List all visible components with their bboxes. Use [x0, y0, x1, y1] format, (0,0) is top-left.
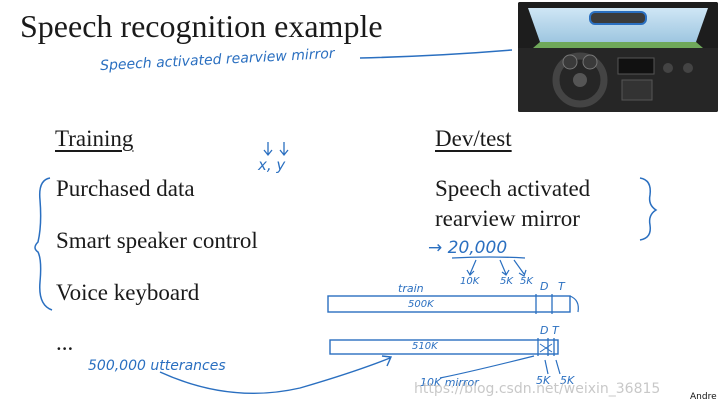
- split-5k-annotation: 5K: [520, 276, 533, 287]
- car-dashboard-image: [518, 2, 718, 112]
- bar1-label: 500K: [408, 299, 434, 310]
- split-10k-annotation: 10K: [460, 276, 480, 287]
- bottom-5k-annotation: 5K: [560, 374, 575, 387]
- training-item: Purchased data: [56, 176, 195, 201]
- dev-test-heading: Dev/test: [435, 126, 512, 151]
- label-d: D: [540, 280, 549, 293]
- split-5k-annotation: 5K: [500, 276, 513, 287]
- xy-annotation: x, y: [258, 156, 286, 174]
- training-item-ellipsis: ...: [56, 330, 74, 355]
- utterances-annotation: 500,000 utterances: [88, 358, 226, 374]
- bar2-d-label: D: [540, 324, 549, 337]
- watermark: https://blog.csdn.net/weixin_36815: [414, 381, 661, 397]
- bar2-label: 510K: [412, 341, 438, 352]
- count-20k-annotation: → 20,000: [428, 238, 508, 258]
- training-heading: Training: [55, 126, 134, 151]
- bottom-10k-annotation: 10K mirror: [420, 376, 479, 389]
- slide-title: Speech recognition example: [20, 8, 383, 44]
- bar2-t-label: T: [552, 324, 559, 337]
- bottom-5k-annotation: 5K: [536, 374, 551, 387]
- dev-test-line: Speech activated: [435, 176, 591, 201]
- training-item: Smart speaker control: [56, 228, 258, 253]
- train-label: train: [398, 282, 424, 295]
- training-item: Voice keyboard: [56, 280, 200, 305]
- dev-test-line: rearview mirror: [435, 206, 580, 231]
- dashboard-illustration: [518, 2, 718, 112]
- corner-text: Andre: [690, 392, 717, 402]
- label-t: T: [558, 280, 565, 293]
